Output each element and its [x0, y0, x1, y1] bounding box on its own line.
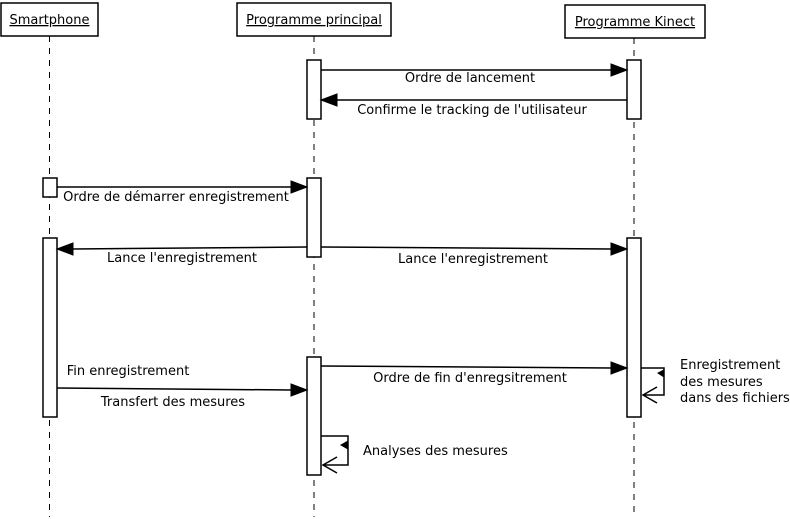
- participant-smartphone: Smartphone: [0, 2, 99, 37]
- message-end-recording-order: Ordre de fin d'enregsitrement: [320, 361, 629, 386]
- message-launch-recording-kinect: Lance l'enregistrement: [320, 242, 629, 267]
- activation-kinect-2: [626, 237, 642, 418]
- participant-main-program-label: Programme principal: [246, 13, 382, 28]
- message-launch-recording-kinect-label: Lance l'enregistrement: [398, 252, 548, 267]
- self-message-save-measures-line3: dans des fichiers: [680, 391, 790, 406]
- message-launch-order-label: Ordre de lancement: [405, 71, 535, 86]
- message-launch-recording-smartphone: Lance l'enregistrement: [55, 242, 308, 266]
- activation-smartphone-1: [42, 177, 58, 198]
- message-start-recording-order: Ordre de démarrer enregistrement: [57, 180, 309, 205]
- participant-main-program: Programme principal: [236, 2, 392, 37]
- message-launch-order: Ordre de lancement: [321, 63, 629, 86]
- activation-main-3: [306, 356, 322, 476]
- self-message-save-measures: Enregistrement des mesures dans des fich…: [641, 358, 790, 406]
- message-start-recording-order-label: Ordre de démarrer enregistrement: [63, 190, 289, 205]
- self-message-analyze-measures-label: Analyses des mesures: [363, 444, 508, 459]
- self-message-save-measures-line2: des mesures: [680, 375, 763, 390]
- message-tracking-confirm: Confirme le tracking de l'utilisateur: [319, 93, 627, 118]
- message-transfer-measures-label: Transfert des mesures: [100, 395, 245, 410]
- message-end-recording-transfer: Fin enregistrement Transfert des mesures: [56, 364, 309, 410]
- activation-main-2: [306, 177, 322, 258]
- participant-kinect-program: Programme Kinect: [564, 4, 706, 39]
- activation-main-1: [306, 59, 322, 120]
- activation-kinect-1: [626, 59, 642, 120]
- message-tracking-confirm-label: Confirme le tracking de l'utilisateur: [357, 103, 587, 118]
- participant-smartphone-label: Smartphone: [9, 13, 89, 28]
- activation-smartphone-2: [42, 237, 58, 418]
- participant-kinect-program-label: Programme Kinect: [575, 15, 695, 30]
- message-end-recording-order-label: Ordre de fin d'enregsitrement: [373, 371, 567, 386]
- self-message-save-measures-line1: Enregistrement: [680, 358, 780, 373]
- message-end-recording-label: Fin enregistrement: [67, 364, 190, 379]
- message-launch-recording-smartphone-label: Lance l'enregistrement: [107, 251, 257, 266]
- self-message-analyze-measures: Analyses des mesures: [321, 435, 508, 474]
